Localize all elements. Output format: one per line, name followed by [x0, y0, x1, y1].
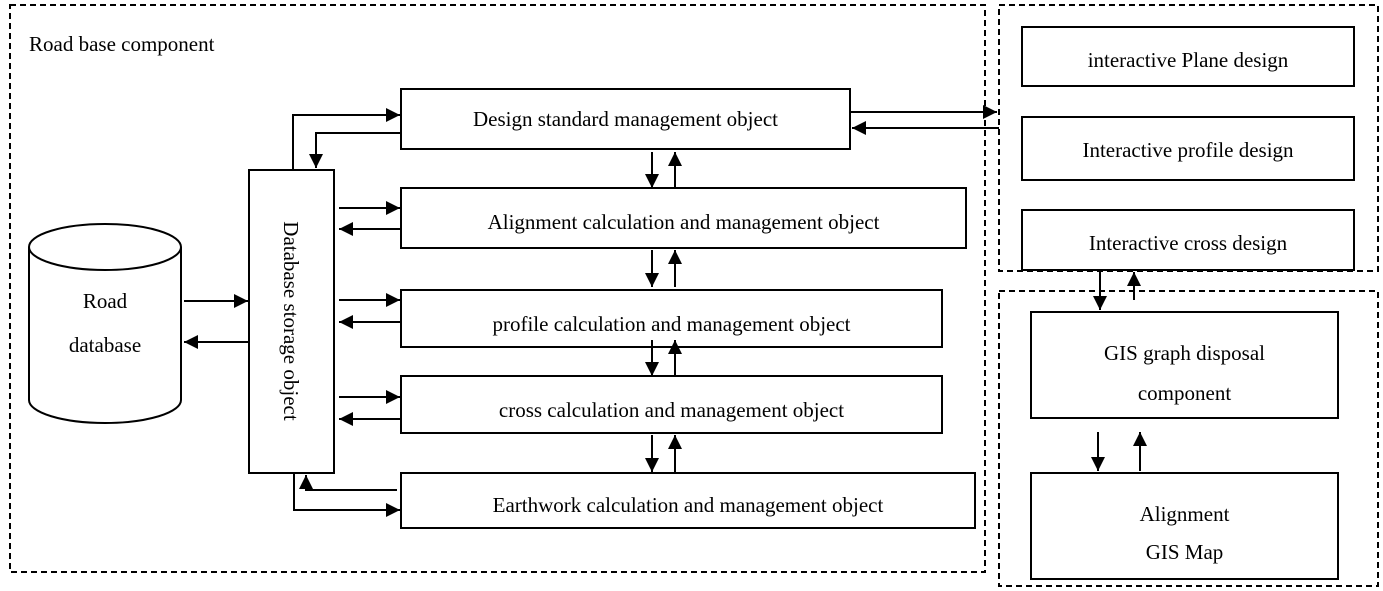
- interactive-box-cross: [1021, 209, 1355, 271]
- gis-map-box: [1030, 472, 1339, 580]
- object-box-earthwork: [400, 472, 976, 529]
- object-label-earthwork: Earthwork calculation and management obj…: [492, 493, 884, 517]
- interactive-label-cross: Interactive cross design: [1088, 231, 1288, 255]
- interactive-label-plane: interactive Plane design: [1087, 48, 1289, 72]
- road-base-region-label: Road base component: [29, 32, 215, 56]
- object-label-alignment: Alignment calculation and management obj…: [487, 210, 880, 234]
- arrow-earthwork-to-storage: [299, 475, 397, 491]
- object-label-profile: profile calculation and management objec…: [492, 312, 851, 336]
- object-box-design-standard: [400, 88, 851, 150]
- arrow-design-standard-to-storage: [309, 132, 401, 168]
- road-database-cylinder: [28, 223, 182, 424]
- gis-component-box: [1030, 311, 1339, 419]
- object-label-design-standard: Design standard management object: [473, 107, 778, 131]
- storage-object-label: Database storage object: [279, 221, 303, 421]
- gis-component-label-line1: GIS graph disposal: [1104, 341, 1265, 365]
- object-box-cross: [400, 375, 943, 434]
- object-box-alignment: [400, 187, 967, 249]
- gis-region: [998, 290, 1379, 587]
- object-label-cross: cross calculation and management object: [498, 398, 845, 422]
- arrow-storage-to-earthwork: [293, 473, 400, 517]
- road-database-label-line1: Road: [82, 289, 128, 313]
- interactive-box-profile: [1021, 116, 1355, 181]
- road-database-label-line2: database: [68, 333, 142, 357]
- road-base-region: [9, 4, 986, 573]
- interactive-box-plane: [1021, 26, 1355, 87]
- gis-map-label-line2: GIS Map: [1145, 540, 1224, 564]
- arrow-storage-to-design-standard: [292, 108, 400, 170]
- storage-object-box: [248, 169, 335, 474]
- interactive-label-profile: Interactive profile design: [1082, 138, 1294, 162]
- gis-map-label-line1: Alignment: [1139, 502, 1230, 526]
- gis-component-label-line2: component: [1137, 381, 1232, 405]
